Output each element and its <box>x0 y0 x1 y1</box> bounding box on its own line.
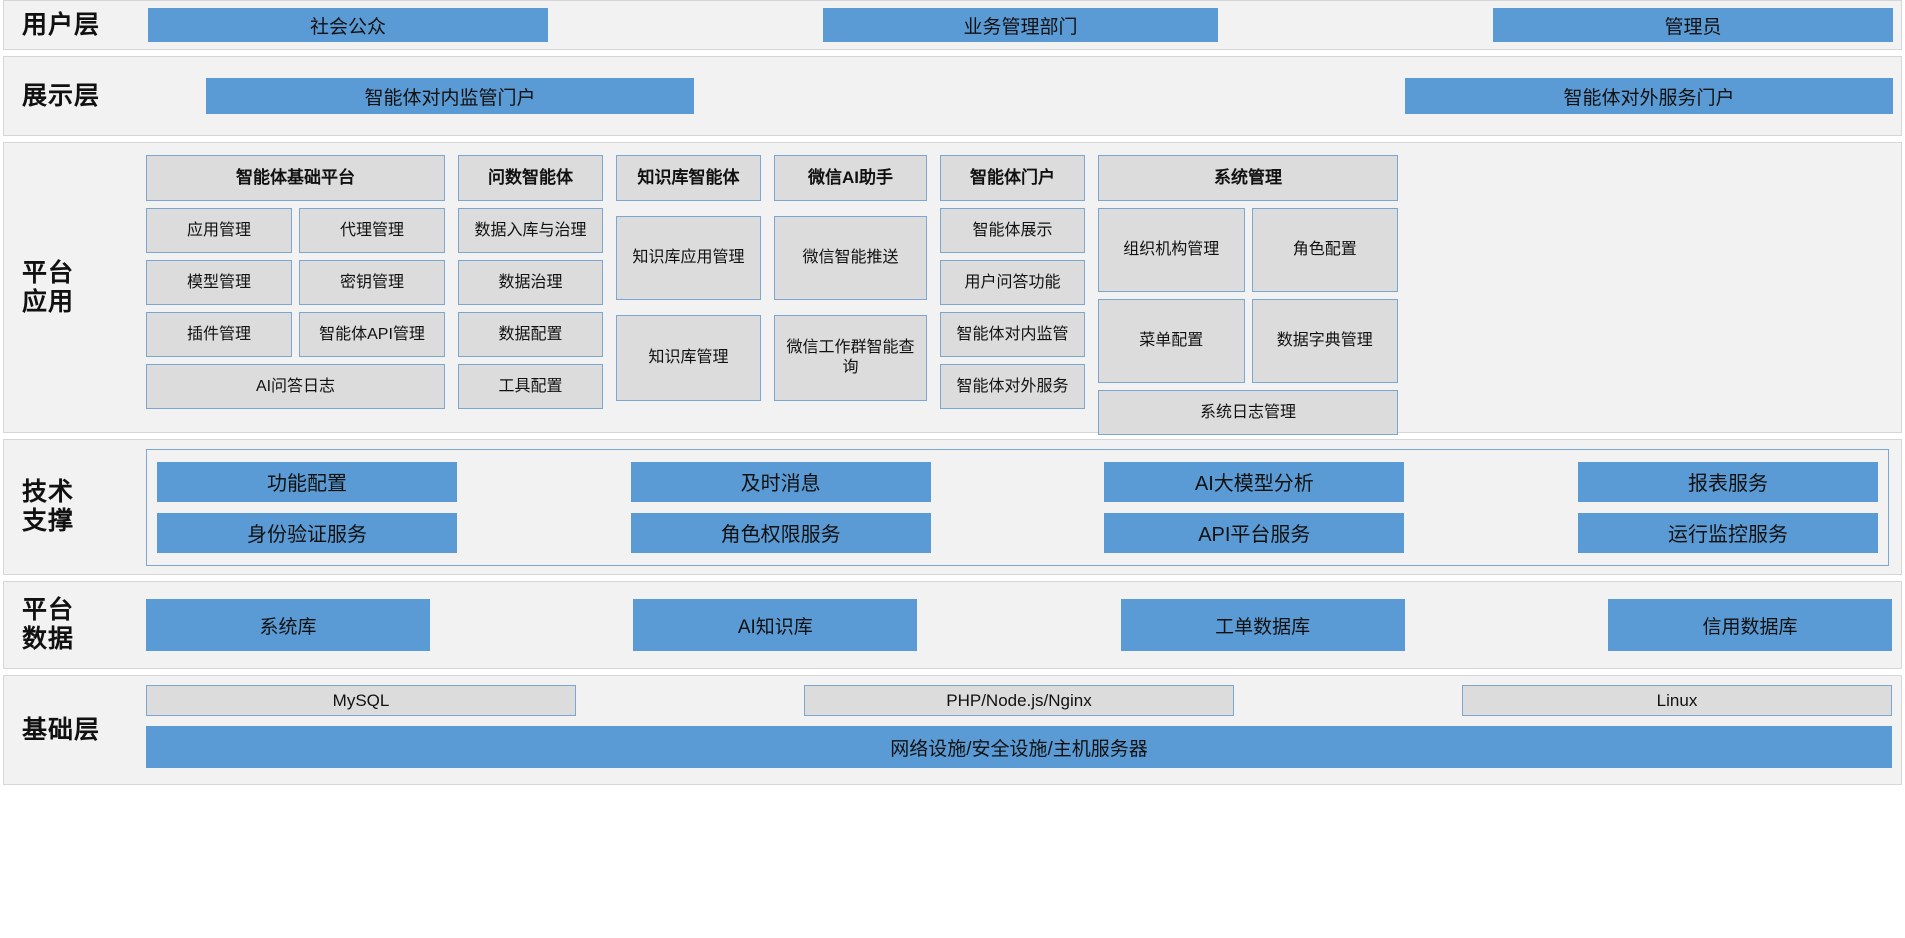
item-linux[interactable]: Linux <box>1462 685 1892 716</box>
user-box-admin[interactable]: 管理员 <box>1493 8 1893 42</box>
item-data-dictionary-management[interactable]: 数据字典管理 <box>1251 299 1398 383</box>
item-wechat-group-query[interactable]: 微信工作群智能查询 <box>774 315 927 401</box>
item-org-structure-management[interactable]: 组织机构管理 <box>1098 208 1245 292</box>
item-kb-app-management[interactable]: 知识库应用管理 <box>616 216 761 300</box>
column-title-knowledge-agent: 知识库智能体 <box>616 155 761 201</box>
column-title-system-management: 系统管理 <box>1098 155 1398 201</box>
item-key-management[interactable]: 密钥管理 <box>299 260 445 305</box>
layer-platform-data: 平台 数据 系统库 AI知识库 工单数据库 信用数据库 <box>3 581 1902 669</box>
platform-row: 插件管理 智能体API管理 <box>146 312 445 357</box>
platform-column-knowledge-agent: 知识库智能体 知识库应用管理 知识库管理 <box>616 155 761 401</box>
item-wechat-smart-push[interactable]: 微信智能推送 <box>774 216 927 300</box>
presentation-box-internal-portal[interactable]: 智能体对内监管门户 <box>206 78 694 114</box>
column-title-data-agent: 问数智能体 <box>458 155 603 201</box>
layer-infrastructure: 基础层 MySQL PHP/Node.js/Nginx Linux 网络设施/安… <box>3 675 1902 785</box>
user-box-business[interactable]: 业务管理部门 <box>823 8 1218 42</box>
layer-presentation-label: 展示层 <box>4 57 146 135</box>
platform-column-agent-portal: 智能体门户 智能体展示 用户问答功能 智能体对内监管 智能体对外服务 <box>940 155 1085 409</box>
technical-support-row-2: 身份验证服务 角色权限服务 API平台服务 运行监控服务 <box>157 512 1878 553</box>
platform-row: 菜单配置 数据字典管理 <box>1098 299 1398 383</box>
item-model-management[interactable]: 模型管理 <box>146 260 292 305</box>
layer-presentation: 展示层 智能体对内监管门户 智能体对外服务门户 <box>3 56 1902 136</box>
platform-column-data-agent: 问数智能体 数据入库与治理 数据治理 数据配置 工具配置 <box>458 155 603 409</box>
layer-technical-support-body: 功能配置 及时消息 AI大模型分析 报表服务 身份验证服务 角色权限服务 API… <box>146 440 1901 574</box>
item-system-database[interactable]: 系统库 <box>146 599 430 651</box>
layer-user: 用户层 社会公众 业务管理部门 管理员 <box>3 0 1902 50</box>
item-data-ingest-governance[interactable]: 数据入库与治理 <box>458 208 603 253</box>
layer-platform-application-label: 平台 应用 <box>4 143 146 432</box>
item-agent-api-management[interactable]: 智能体API管理 <box>299 312 445 357</box>
layer-presentation-body: 智能体对内监管门户 智能体对外服务门户 <box>146 57 1901 135</box>
platform-row: AI问答日志 <box>146 364 445 409</box>
item-plugin-management[interactable]: 插件管理 <box>146 312 292 357</box>
layer-infrastructure-label: 基础层 <box>4 676 146 784</box>
item-role-permission-service[interactable]: 角色权限服务 <box>630 512 931 553</box>
presentation-box-external-portal[interactable]: 智能体对外服务门户 <box>1405 78 1893 114</box>
platform-row: 应用管理 代理管理 <box>146 208 445 253</box>
item-menu-configuration[interactable]: 菜单配置 <box>1098 299 1245 383</box>
layer-user-label: 用户层 <box>4 1 146 49</box>
column-title-wechat-assistant: 微信AI助手 <box>774 155 927 201</box>
layer-platform-data-body: 系统库 AI知识库 工单数据库 信用数据库 <box>146 582 1901 668</box>
layer-infrastructure-body: MySQL PHP/Node.js/Nginx Linux 网络设施/安全设施/… <box>146 676 1901 784</box>
infrastructure-row-software: MySQL PHP/Node.js/Nginx Linux <box>146 685 1892 716</box>
item-app-management[interactable]: 应用管理 <box>146 208 292 253</box>
item-user-qa-function[interactable]: 用户问答功能 <box>940 260 1085 305</box>
item-agent-showcase[interactable]: 智能体展示 <box>940 208 1085 253</box>
layer-technical-support-label: 技术 支撑 <box>4 440 146 574</box>
item-agent-external-service[interactable]: 智能体对外服务 <box>940 364 1085 409</box>
item-identity-auth-service[interactable]: 身份验证服务 <box>157 512 457 553</box>
platform-row: 系统日志管理 <box>1098 390 1398 435</box>
item-mysql[interactable]: MySQL <box>146 685 576 716</box>
item-role-configuration[interactable]: 角色配置 <box>1251 208 1398 292</box>
column-title-agent-base: 智能体基础平台 <box>146 155 445 201</box>
item-ai-qa-log[interactable]: AI问答日志 <box>146 364 445 409</box>
item-data-governance[interactable]: 数据治理 <box>458 260 603 305</box>
item-agent-management[interactable]: 代理管理 <box>299 208 445 253</box>
technical-support-row-1: 功能配置 及时消息 AI大模型分析 报表服务 <box>157 461 1878 502</box>
item-data-configuration[interactable]: 数据配置 <box>458 312 603 357</box>
infrastructure-row-hardware: 网络设施/安全设施/主机服务器 <box>146 726 1892 768</box>
item-credit-database[interactable]: 信用数据库 <box>1607 599 1892 651</box>
column-title-agent-portal: 智能体门户 <box>940 155 1085 201</box>
item-agent-internal-supervision[interactable]: 智能体对内监管 <box>940 312 1085 357</box>
item-function-configuration[interactable]: 功能配置 <box>157 461 457 502</box>
layer-user-body: 社会公众 业务管理部门 管理员 <box>146 1 1901 49</box>
user-box-public[interactable]: 社会公众 <box>148 8 548 42</box>
item-api-platform-service[interactable]: API平台服务 <box>1104 512 1405 553</box>
platform-row: 模型管理 密钥管理 <box>146 260 445 305</box>
item-kb-management[interactable]: 知识库管理 <box>616 315 761 401</box>
item-tool-configuration[interactable]: 工具配置 <box>458 364 603 409</box>
technical-support-frame: 功能配置 及时消息 AI大模型分析 报表服务 身份验证服务 角色权限服务 API… <box>146 448 1889 566</box>
item-ai-knowledge-base[interactable]: AI知识库 <box>633 599 918 651</box>
item-work-order-database[interactable]: 工单数据库 <box>1120 599 1405 651</box>
item-php-node-nginx[interactable]: PHP/Node.js/Nginx <box>804 685 1234 716</box>
platform-column-system-management: 系统管理 组织机构管理 角色配置 菜单配置 数据字典管理 系统日志管理 <box>1098 155 1398 435</box>
item-network-security-server[interactable]: 网络设施/安全设施/主机服务器 <box>146 726 1892 768</box>
platform-column-wechat-assistant: 微信AI助手 微信智能推送 微信工作群智能查询 <box>774 155 927 401</box>
item-report-service[interactable]: 报表服务 <box>1577 461 1878 502</box>
platform-row: 组织机构管理 角色配置 <box>1098 208 1398 292</box>
layer-platform-data-label: 平台 数据 <box>4 582 146 668</box>
layer-platform-application-body: 智能体基础平台 应用管理 代理管理 模型管理 密钥管理 插件管理 智能体API管… <box>146 143 1901 435</box>
item-instant-message[interactable]: 及时消息 <box>630 461 931 502</box>
item-system-log-management[interactable]: 系统日志管理 <box>1098 390 1398 435</box>
item-runtime-monitor-service[interactable]: 运行监控服务 <box>1577 512 1878 553</box>
layer-platform-application: 平台 应用 智能体基础平台 应用管理 代理管理 模型管理 密钥管理 插件管理 智… <box>3 142 1902 435</box>
platform-column-agent-base: 智能体基础平台 应用管理 代理管理 模型管理 密钥管理 插件管理 智能体API管… <box>146 155 445 409</box>
layer-technical-support: 技术 支撑 功能配置 及时消息 AI大模型分析 报表服务 身份验证服务 角色权限… <box>3 439 1902 575</box>
item-ai-llm-analysis[interactable]: AI大模型分析 <box>1104 461 1405 502</box>
